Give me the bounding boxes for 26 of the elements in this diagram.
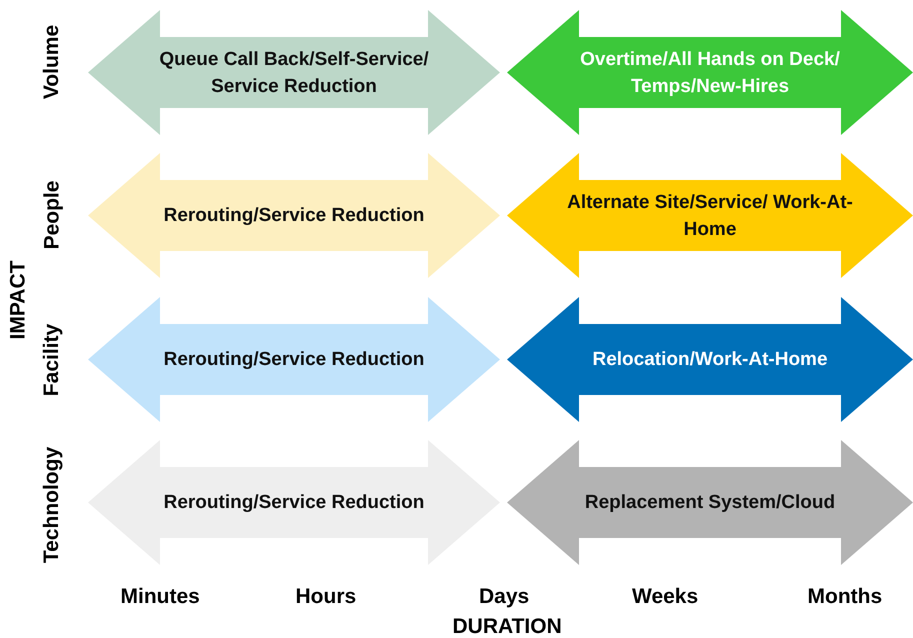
- row-label: Volume: [40, 24, 64, 100]
- axis-title: DURATION: [452, 615, 562, 638]
- arrow-label: Rerouting/Service Reduction: [164, 348, 424, 372]
- arrow-label: Rerouting/Service Reduction: [164, 491, 424, 515]
- column-label: Weeks: [632, 585, 698, 609]
- arrow-label: Alternate Site/Service/ Work-At-Home: [566, 190, 854, 242]
- column-label: Months: [808, 585, 882, 609]
- row-label: Facility: [40, 324, 64, 396]
- arrow-label: Overtime/All Hands on Deck/ Temps/New-Hires: [579, 48, 841, 98]
- column-label: Hours: [296, 585, 356, 609]
- category-band: [88, 10, 500, 135]
- category-band: [507, 10, 913, 135]
- row-label: People: [40, 180, 64, 250]
- arrow-label: Relocation/Work-At-Home: [592, 348, 828, 372]
- arrow-label: Replacement System/Cloud: [584, 491, 836, 515]
- category-band: [88, 153, 500, 278]
- row-label: Technology: [40, 446, 64, 564]
- arrow-label: Rerouting/Service Reduction: [164, 204, 424, 228]
- axis-title: IMPACT: [6, 260, 30, 340]
- column-label: Minutes: [120, 585, 200, 609]
- arrow-label: Queue Call Back/Self-Service/ Service Reduction: [158, 48, 430, 98]
- category-band: [88, 297, 500, 422]
- category-band: [507, 153, 913, 278]
- category-band: [507, 440, 913, 565]
- category-band: [507, 297, 913, 422]
- column-label: Days: [479, 585, 530, 609]
